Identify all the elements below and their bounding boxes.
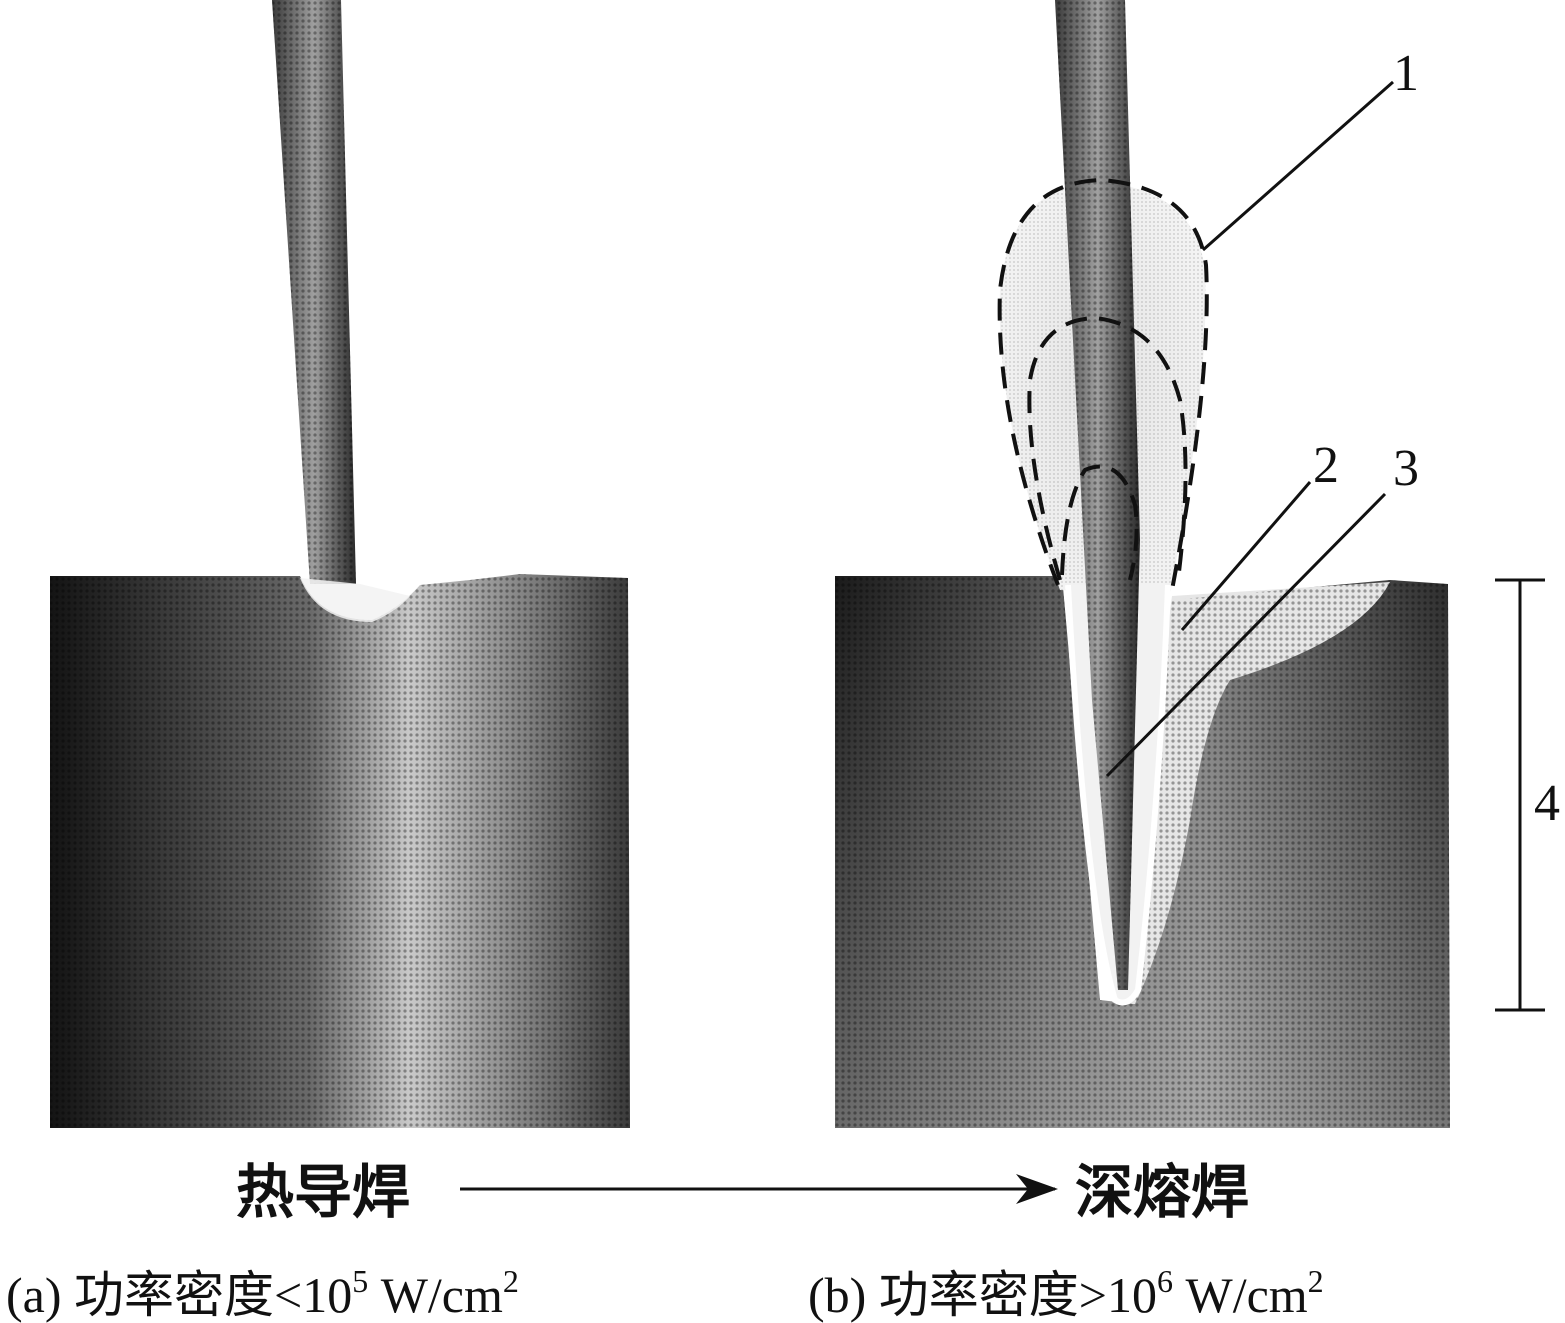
caption-a: (a) 功率密度<105 W/cm2 [6, 1263, 519, 1323]
callout-labels: 1 2 3 4 [1313, 45, 1560, 832]
depth-dimension-bracket [1495, 578, 1545, 1012]
plasma-boundary-lines [997, 177, 1209, 591]
callout-2: 2 [1313, 437, 1339, 494]
shallow-melt-pool-a [300, 578, 410, 622]
leader-3 [1105, 492, 1387, 778]
label-conduction-welding: 热导焊 [236, 1158, 410, 1226]
panel-a-conduction [50, 0, 630, 1128]
label-deep-penetration-welding: 深熔焊 [1075, 1158, 1249, 1226]
leader-1 [1202, 80, 1394, 252]
callout-1: 1 [1393, 45, 1419, 102]
callout-4: 4 [1534, 775, 1560, 832]
leader-2 [1180, 481, 1312, 631]
callout-leaders [1105, 80, 1545, 1012]
panel-b-keyhole [835, 0, 1450, 1128]
caption-b: (b) 功率密度>106 W/cm2 [808, 1263, 1324, 1323]
callout-3: 3 [1393, 440, 1419, 497]
